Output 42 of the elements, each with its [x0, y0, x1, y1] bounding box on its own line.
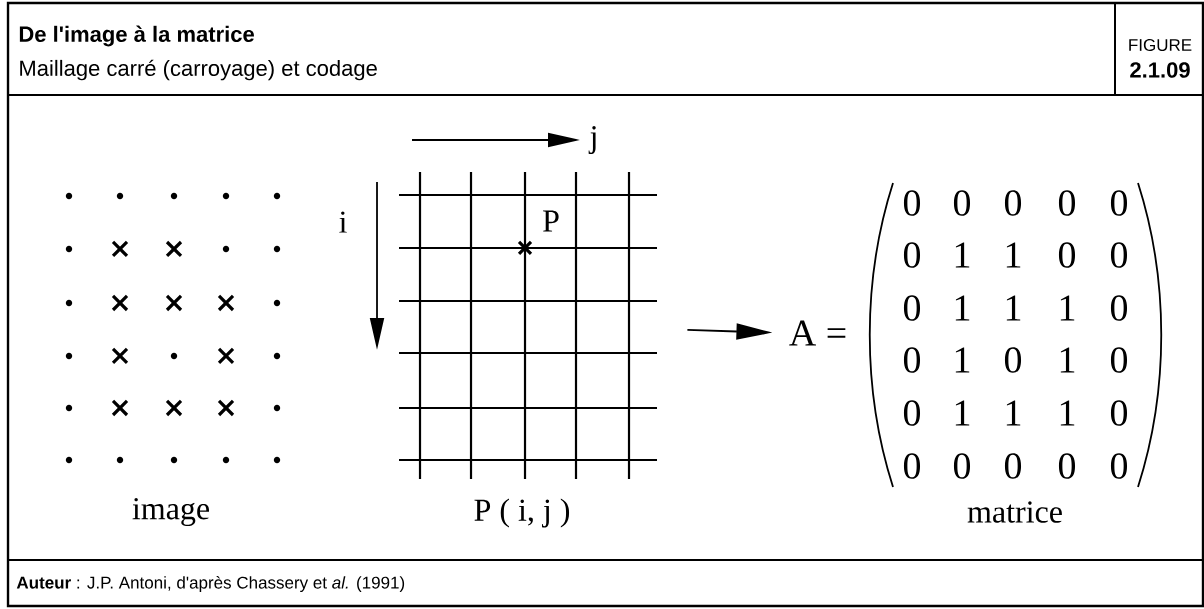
- matrix-entry: 1: [955, 242, 970, 268]
- matrix-entry: 0: [903, 400, 921, 426]
- matrix-entry: 0: [953, 453, 971, 479]
- matrix-entry: 1: [1060, 347, 1075, 373]
- matrix-entry: 0: [1110, 190, 1128, 216]
- matrix-entry: 0: [1110, 400, 1128, 426]
- matrix-entry: 1: [1060, 295, 1075, 321]
- figure-title: De l'image à la matrice: [19, 25, 254, 47]
- matrix-entry: 0: [1110, 242, 1128, 268]
- image-caption: image: [132, 497, 209, 527]
- axis-label: i: [339, 211, 347, 233]
- matrix-entry: 1: [1006, 242, 1021, 268]
- author-note: Auteur : J.P. Antoni, d'après Chassery et al. (1991): [16, 575, 405, 592]
- matrix-caption: matrice: [967, 501, 1062, 523]
- matrix-entry: 0: [1110, 453, 1128, 479]
- matrix-name: A =: [789, 320, 846, 346]
- matrix-entry: 0: [1058, 242, 1076, 268]
- grid-drawing: [399, 172, 657, 479]
- matrix-entry: 1: [955, 347, 970, 373]
- matrix-entry: 1: [1006, 295, 1021, 321]
- matrix-entry: 0: [903, 190, 921, 216]
- figure-number: 2.1.09: [1130, 62, 1190, 78]
- matrix-entry: 0: [1058, 190, 1076, 216]
- matrix-entry: 0: [953, 190, 971, 216]
- matrix-entry: 0: [1110, 295, 1128, 321]
- matrix-entry: 1: [955, 295, 970, 321]
- figure-subtitle: Maillage carré (carroyage) et codage: [20, 59, 377, 81]
- matrix-entry: 0: [1058, 453, 1076, 479]
- matrix-entry: 0: [1004, 453, 1022, 479]
- point-coordinates: P ( i, j ): [474, 498, 570, 528]
- figure-label: FIGURE: [1129, 39, 1192, 51]
- matrix-entry: 1: [1060, 400, 1075, 426]
- matrix-entry: 1: [1006, 400, 1021, 426]
- matrix-entry: 0: [903, 453, 921, 479]
- point-label: P: [543, 210, 559, 232]
- matrix-entry: 0: [903, 347, 921, 373]
- matrix-entry: 0: [903, 295, 921, 321]
- matrix-entry: 1: [955, 400, 970, 426]
- matrix-entry: 0: [1110, 347, 1128, 373]
- matrix-entry: 0: [1004, 347, 1022, 373]
- matrix-entry: 0: [903, 242, 921, 268]
- matrix-entry: 0: [1004, 190, 1022, 216]
